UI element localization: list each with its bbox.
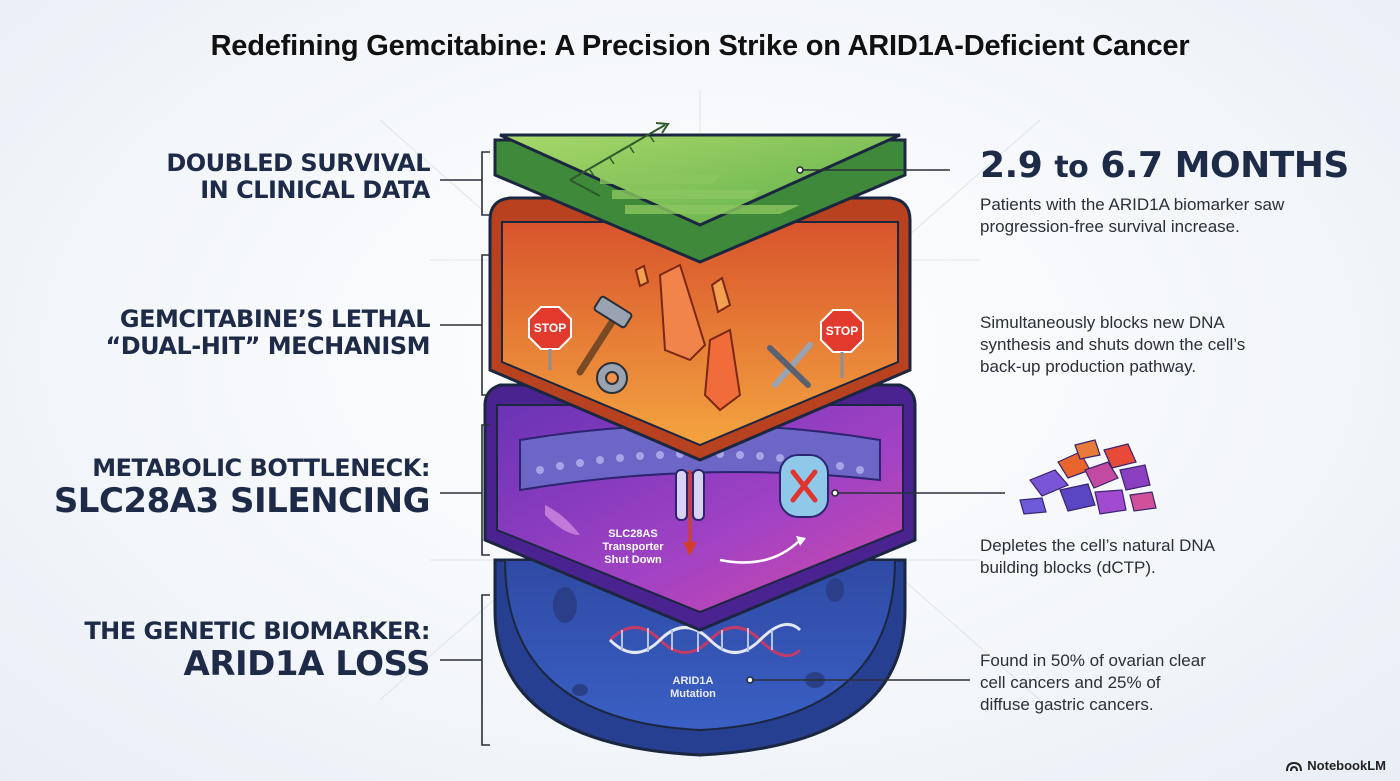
stop-sign-icon: STOP (528, 306, 572, 370)
survival-description: Patients with the ARID1A biomarker saw p… (980, 195, 1285, 237)
mutation-label-line1: ARID1A (673, 675, 714, 687)
building-blocks-icon (1019, 439, 1157, 515)
page-title: Redefining Gemcitabine: A Precision Stri… (210, 30, 1190, 62)
transporter-channel-icon (675, 469, 688, 521)
transporter-label-line2: Transporter (602, 541, 664, 553)
label-doubled-survival: DOUBLED SURVIVAL IN CLINICAL DATA (166, 149, 430, 204)
svg-text:STOP: STOP (534, 321, 566, 335)
label-genetic-biomarker: THE GENETIC BIOMARKER: ARID1A LOSS (84, 617, 430, 684)
x-mark-icon (790, 469, 818, 503)
dual-hit-description-block: Simultaneously blocks new DNA synthesis … (980, 312, 1380, 378)
bottleneck-description: Depletes the cell’s natural DNA building… (980, 536, 1215, 578)
brand-watermark: NotebookLM (1286, 758, 1386, 773)
svg-text:STOP: STOP (826, 324, 858, 338)
hammer-icon (576, 295, 633, 376)
gear-icon (596, 362, 628, 394)
dna-helix-icon (608, 622, 802, 658)
dual-hit-description: Simultaneously blocks new DNA synthesis … (980, 313, 1246, 377)
left-connectors (440, 151, 490, 746)
stop-sign-icon: STOP (820, 309, 864, 378)
survival-stat-block: 2.9 to 6.7 MONTHS Patients with the ARID… (980, 145, 1380, 238)
wrench-icon (767, 342, 813, 388)
mutation-label-line2: Mutation (670, 688, 716, 700)
survival-chart-icon (569, 122, 670, 197)
label-dual-hit: GEMCITABINE’S LETHAL “DUAL-HIT” MECHANIS… (105, 305, 430, 360)
label-metabolic-bottleneck: METABOLIC BOTTLENECK: SLC28A3 SILENCING (53, 454, 431, 521)
dual-hit-mechanism-layer: STOP STOP (488, 196, 912, 462)
notebooklm-logo-icon (1286, 761, 1303, 771)
bottleneck-description-block: Depletes the cell’s natural DNA building… (980, 535, 1380, 579)
right-connectors (746, 166, 1005, 684)
genetic-biomarker-layer: ARID1A Mutation (493, 558, 907, 757)
biomarker-description: Found in 50% of ovarian clear cell cance… (980, 651, 1206, 715)
survival-stat: 2.9 to 6.7 MONTHS (980, 145, 1349, 186)
gemcitabine-crystal-icon (634, 263, 742, 412)
biomarker-description-block: Found in 50% of ovarian clear cell cance… (980, 650, 1380, 716)
transporter-label-line3: Shut Down (604, 554, 662, 566)
transporter-label-line1: SLC28AS (608, 528, 658, 540)
